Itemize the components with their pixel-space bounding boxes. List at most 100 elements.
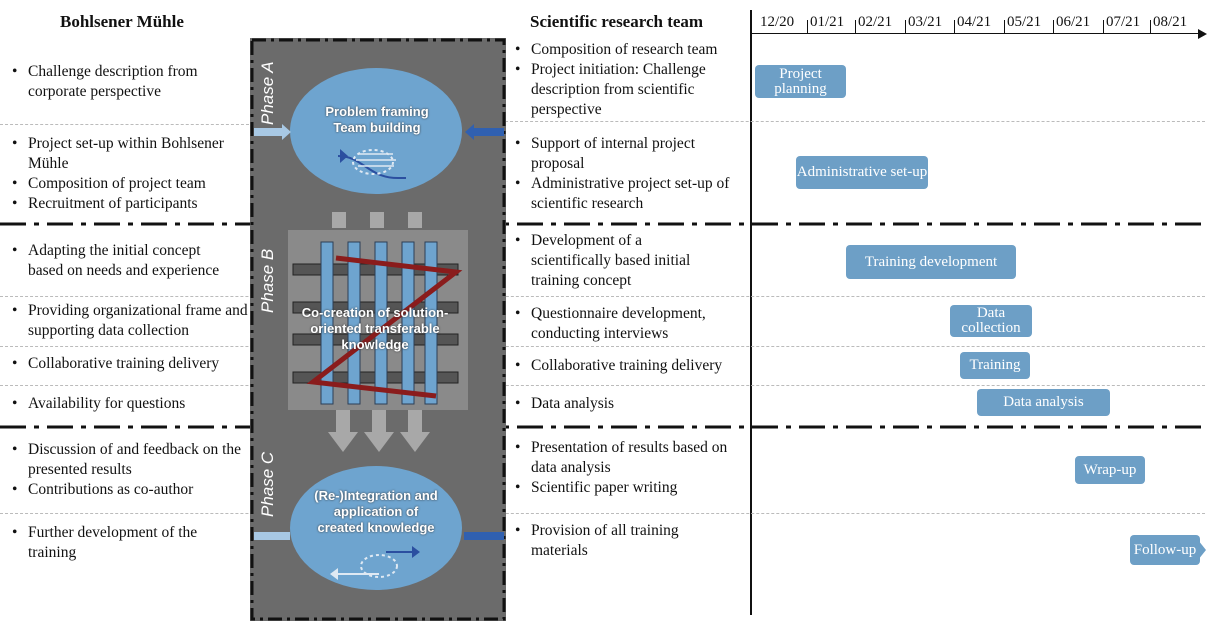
right-group: • Presentation of results based on data a… bbox=[515, 438, 745, 498]
right-group: • Development of a scientifically based i… bbox=[515, 231, 715, 291]
left-bullet-text: Further development of the training bbox=[28, 524, 198, 561]
phase-c-right-arrow bbox=[464, 532, 504, 540]
right-bullet-item: •Data analysis bbox=[515, 394, 755, 414]
bullet-icon: • bbox=[12, 195, 18, 212]
bullet-icon: • bbox=[12, 175, 18, 192]
bullet-icon: • bbox=[12, 63, 18, 80]
right-bullet-item: • Project initiation: Challenge descripti… bbox=[515, 60, 750, 120]
gantt-bar-label: Project planning bbox=[774, 65, 827, 97]
left-bullet-item: • Discussion of and feedback on the prese… bbox=[8, 440, 248, 480]
month-tick bbox=[1103, 20, 1104, 33]
timeline-horizontal-axis bbox=[752, 33, 1200, 34]
gantt-bar: Data collection bbox=[950, 305, 1032, 337]
gantt-bar-label: Training bbox=[969, 357, 1021, 373]
month-label: 06/21 bbox=[1056, 14, 1091, 30]
gantt-bar: Administrative set-up bbox=[796, 156, 928, 189]
bullet-icon: • bbox=[12, 355, 18, 372]
left-bullet-text: Adapting the initial concept based on ne… bbox=[28, 242, 220, 279]
month-label: 07/21 bbox=[1106, 14, 1141, 30]
right-bullet-text: Project initiation: Challenge descriptio… bbox=[531, 61, 706, 118]
bullet-icon: • bbox=[515, 439, 521, 456]
left-bullet-text: Contributions as co-author bbox=[28, 481, 194, 498]
bullet-icon: • bbox=[515, 232, 521, 249]
month-tick bbox=[954, 20, 955, 33]
left-bullet-text: Discussion of and feedback on the presen… bbox=[28, 441, 242, 478]
month-tick bbox=[1004, 20, 1005, 33]
row-separator bbox=[0, 513, 1205, 514]
phase-b-bottom-arrows bbox=[328, 410, 448, 456]
month-label: 04/21 bbox=[957, 14, 992, 30]
bullet-icon: • bbox=[515, 479, 521, 496]
gantt-bar-label: Administrative set-up bbox=[796, 164, 928, 180]
phase-b-top-arrows bbox=[332, 212, 432, 228]
bullet-icon: • bbox=[515, 357, 521, 374]
right-bullet-text: Data analysis bbox=[531, 395, 615, 412]
right-column-header: Scientific research team bbox=[530, 12, 704, 31]
month-label: 08/21 bbox=[1153, 14, 1188, 30]
left-bullet-item: • Recruitment of participants bbox=[8, 194, 238, 214]
left-group: •Providing organizational frame and supp… bbox=[8, 301, 248, 341]
left-group: •Challenge description from corporate pe… bbox=[8, 62, 233, 102]
right-bullet-text: Composition of research team bbox=[531, 41, 718, 58]
phase-c-ellipse bbox=[290, 466, 462, 590]
right-bullet-text: Development of a scientifically based in… bbox=[531, 232, 691, 289]
right-bullet-item: • Questionnaire development, conducting i… bbox=[515, 304, 755, 344]
left-bullet-item: • Adapting the initial concept based on n… bbox=[8, 241, 238, 281]
left-bullet-text: Recruitment of participants bbox=[28, 195, 198, 212]
phase-c-label: Phase C bbox=[258, 451, 277, 517]
left-group: • Collaborative training delivery bbox=[8, 354, 248, 374]
bullet-icon: • bbox=[515, 61, 521, 78]
phase-c-left-arrow bbox=[254, 532, 290, 540]
right-bullet-text: Scientific paper writing bbox=[531, 479, 678, 496]
right-group: • Composition of research team • Project in… bbox=[515, 40, 750, 120]
right-bullet-item: •Support of internal project proposal bbox=[515, 134, 730, 174]
right-group: • Questionnaire development, conducting i… bbox=[515, 304, 755, 344]
right-bullet-item: • Scientific paper writing bbox=[515, 478, 745, 498]
right-bullet-text: Provision of all training materials bbox=[531, 522, 679, 559]
bullet-icon: • bbox=[12, 242, 18, 259]
gantt-bar-label: Data analysis bbox=[1003, 394, 1084, 410]
right-group: •Provision of all training materials bbox=[515, 521, 735, 561]
right-group: •Data analysis bbox=[515, 394, 755, 414]
phase-b-label: Phase B bbox=[258, 248, 277, 313]
month-label: 02/21 bbox=[858, 14, 893, 30]
gantt-bar: Wrap-up bbox=[1075, 456, 1145, 484]
bullet-icon: • bbox=[12, 441, 18, 458]
left-bullet-item: •Composition of project team bbox=[8, 174, 238, 194]
cycle-icon bbox=[330, 546, 420, 580]
bullet-icon: • bbox=[515, 41, 521, 58]
right-bullet-item: •Collaborative training delivery bbox=[515, 356, 755, 376]
right-bullet-item: • Presentation of results based on data a… bbox=[515, 438, 745, 478]
bullet-icon: • bbox=[12, 481, 18, 498]
bullet-icon: • bbox=[515, 305, 521, 322]
gantt-bar-label: Wrap-up bbox=[1083, 461, 1137, 478]
month-label: 03/21 bbox=[908, 14, 943, 30]
phase-a-text: Problem framing Team building bbox=[325, 104, 429, 135]
weave-graphic bbox=[292, 241, 463, 405]
gantt-bar-label: Follow-up bbox=[1133, 541, 1197, 558]
month-tick bbox=[855, 20, 856, 33]
gantt-bar: Data analysis bbox=[977, 389, 1110, 416]
month-tick bbox=[1053, 20, 1054, 33]
gantt-bar: Project planning bbox=[755, 65, 846, 98]
month-tick bbox=[1150, 20, 1151, 33]
right-bullet-text: Presentation of results based on data an… bbox=[531, 439, 728, 476]
left-group: •Project set-up within Bohlsener Mühle•C… bbox=[8, 134, 238, 214]
bullet-icon: • bbox=[12, 395, 18, 412]
left-bullet-text: Availability for questions bbox=[28, 395, 186, 412]
gantt-bar: Training bbox=[960, 352, 1030, 379]
right-bullet-text: Support of internal project proposal bbox=[531, 135, 695, 172]
cycle-icon bbox=[337, 149, 406, 179]
left-group: • Availability for questions bbox=[8, 394, 248, 414]
right-bullet-item: • Development of a scientifically based i… bbox=[515, 231, 715, 291]
left-bullet-item: •Challenge description from corporate pe… bbox=[8, 62, 233, 102]
left-group: • Adapting the initial concept based on n… bbox=[8, 241, 238, 281]
month-label: 01/21 bbox=[810, 14, 845, 30]
right-bullet-text: Questionnaire development, conducting in… bbox=[531, 305, 706, 342]
gantt-bar: Training development bbox=[846, 245, 1016, 279]
left-bullet-item: •Further development of the training bbox=[8, 523, 238, 563]
left-bullet-text: Collaborative training delivery bbox=[28, 355, 220, 372]
left-column-header: Bohlsener Mühle bbox=[60, 12, 184, 31]
follow-up-arrow-tip bbox=[1198, 540, 1206, 560]
